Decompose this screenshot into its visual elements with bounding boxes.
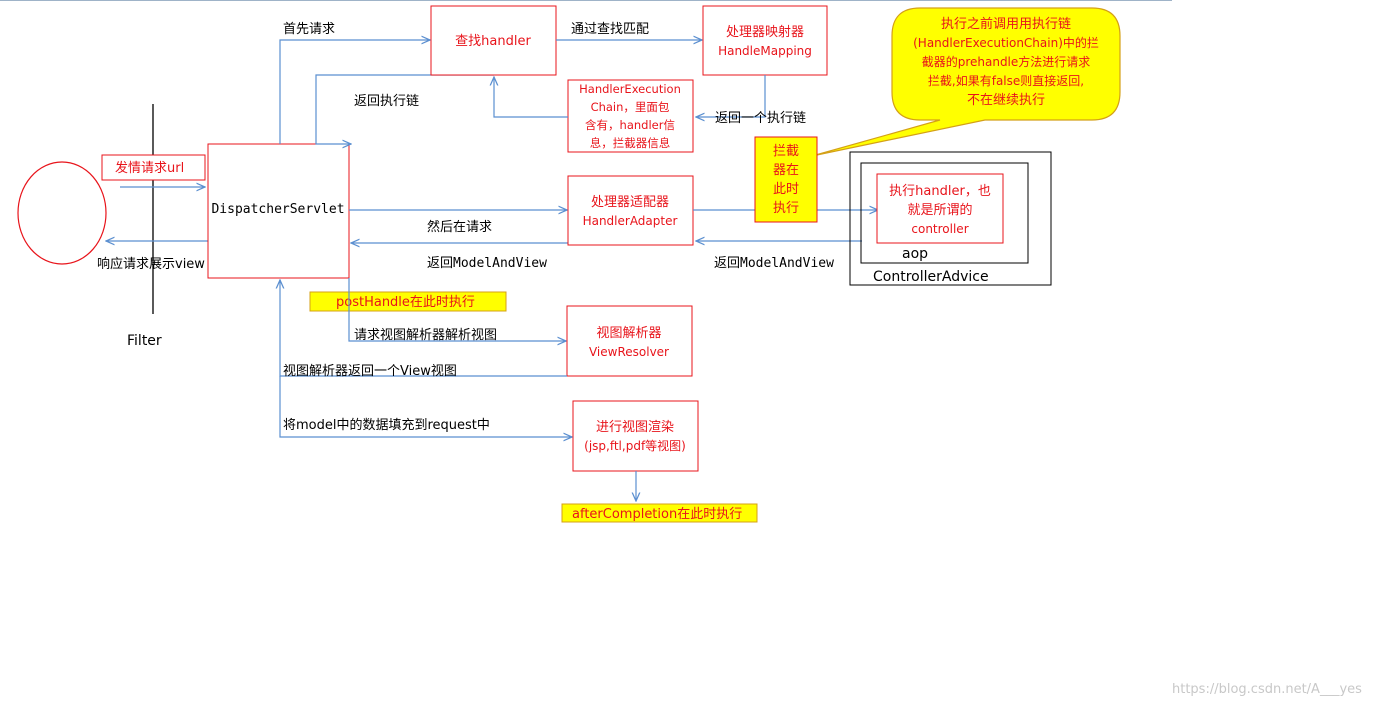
controller-advice-box [849,151,1052,286]
handler-adapter-line2: HandlerAdapter [583,214,678,228]
response-view-label: 响应请求展示view [97,256,205,272]
return-mav-label-2: 返回ModelAndView [714,256,834,271]
send-request-label: 发情请求url [115,160,184,176]
then-request-label: 然后在请求 [427,219,492,235]
return-chain-label: 返回执行链 [354,94,419,109]
handler-mapping-line1: 处理器映射器 [726,24,804,40]
watermark: https://blog.csdn.net/A___yes [1172,682,1362,697]
controller-box [876,173,1004,244]
render-line2: (jsp,ftl,pdf等视图) [584,438,686,453]
resolver-return-label: 视图解析器返回一个View视图 [283,364,457,379]
interceptor-line4: 执行 [773,201,799,216]
client-ellipse [17,161,107,265]
execution-chain-line1: HandlerExecution [579,82,681,96]
after-completion-label: afterCompletion在此时执行 [572,507,742,522]
render-line1: 进行视图渲染 [596,420,674,435]
callout-line2: (HandlerExecutionChain)中的拦 [913,35,1099,50]
arrow-chain-to-find-handler [494,77,568,118]
return-one-chain-label: 返回一个执行链 [715,111,806,126]
controller-line2: 就是所谓的 [907,202,972,218]
post-handle-box [309,291,507,312]
match-label: 通过查找匹配 [571,22,649,37]
fill-model-label: 将model中的数据填充到request中 [283,417,490,433]
after-completion-box [561,503,758,523]
view-resolver-line2: ViewResolver [589,345,669,359]
interceptor-box [754,136,818,223]
aop-label: aop [902,246,928,262]
controller-advice-label: ControllerAdvice [873,269,989,285]
render-box [572,400,699,472]
dispatcher-servlet-box [207,143,350,279]
arrow-fill-model [279,376,572,437]
find-handler-box [430,5,557,76]
handler-mapping-line2: HandleMapping [718,44,812,58]
send-request-box [101,154,206,181]
callout-line3: 截器的prehandle方法进行请求 [922,54,1091,69]
arrow-return-one-chain [696,75,766,117]
execution-chain-box [567,79,694,153]
filter-label: Filter [127,333,162,349]
callout-line5: 不在继续执行 [967,93,1045,108]
arrow-to-view-resolver [348,278,566,341]
callout-line4: 拦截,如果有false则直接返回, [928,73,1084,88]
interceptor-line1: 拦截 [773,144,799,159]
handler-adapter-box [567,175,694,246]
callout-line1: 执行之前调用用执行链 [941,16,1071,32]
controller-line3: controller [911,222,968,236]
return-mav-label-1: 返回ModelAndView [427,256,547,271]
interceptor-line2: 器在 [773,163,799,178]
dispatcher-servlet-label: DispatcherServlet [211,202,344,217]
arrow-return-chain-to-dispatcher [315,74,494,144]
find-handler-label: 查找handler [455,34,531,49]
handler-adapter-line1: 处理器适配器 [591,195,669,210]
callout-bubble [811,7,1121,157]
execution-chain-line2: Chain，里面包 [591,100,670,114]
execution-chain-line3: 含有，handler信 [585,118,675,132]
arrow-first-request [279,40,430,144]
aop-box [860,162,1029,264]
interceptor-line3: 此时 [773,182,799,197]
controller-line1: 执行handler，也 [889,184,991,199]
view-resolver-box [566,305,693,377]
handler-mapping-box [702,5,828,76]
post-handle-label: postHandle在此时执行 [336,295,475,310]
first-request-label: 首先请求 [283,22,335,37]
request-resolver-label: 请求视图解析器解析视图 [354,328,497,343]
execution-chain-line4: 息，拦截器信息 [590,136,671,150]
view-resolver-line1: 视图解析器 [596,326,661,341]
